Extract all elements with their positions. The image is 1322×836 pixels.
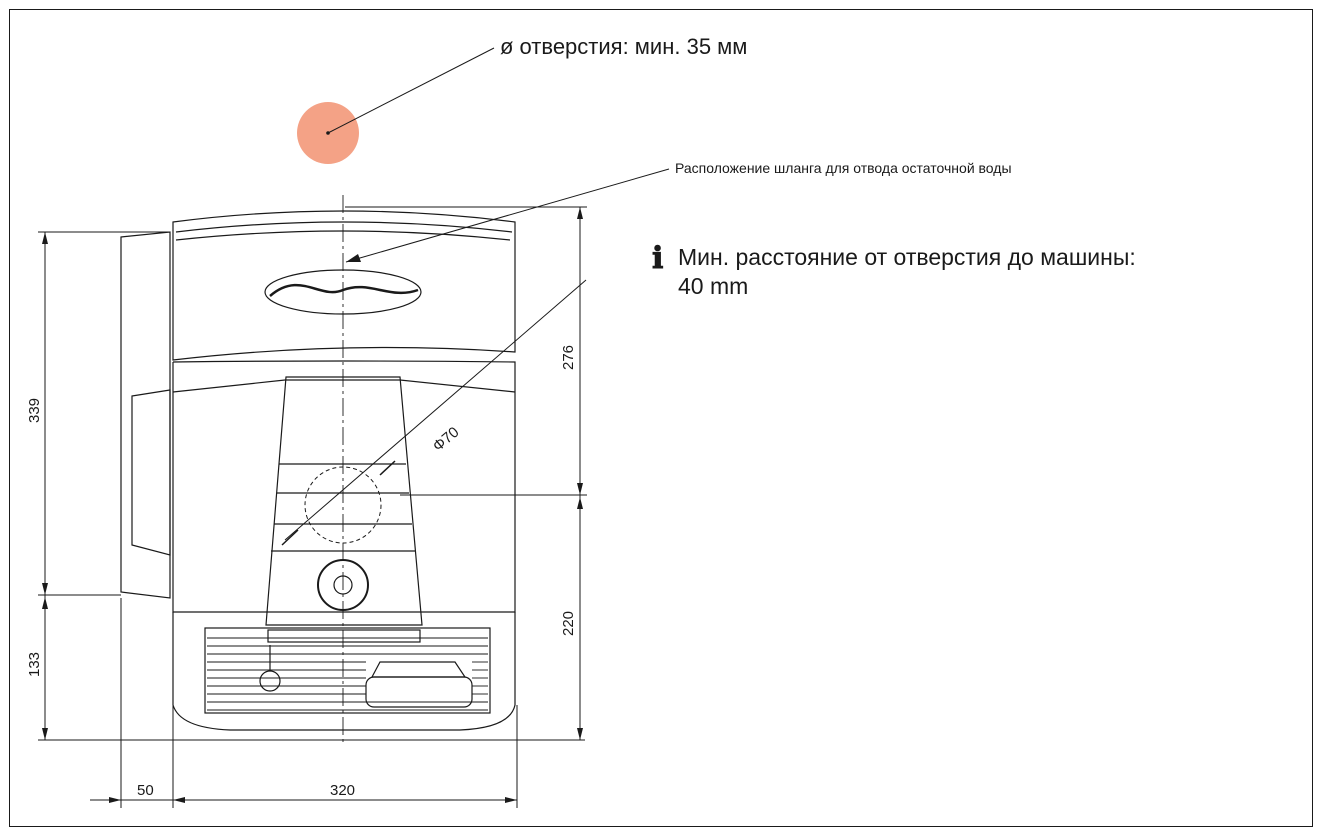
lid-edge <box>175 221 513 233</box>
drip-tray <box>172 612 516 731</box>
side-tank <box>120 231 171 599</box>
machine-lid <box>172 210 516 361</box>
body-shoulder <box>172 379 516 393</box>
spout-bar <box>267 629 421 643</box>
grille-slats <box>207 637 488 711</box>
hose-label: Расположение шланга для отвода остаточно… <box>675 160 1012 176</box>
dim-right-upper: 276 <box>560 345 577 370</box>
drip-grille <box>204 627 491 714</box>
diameter-arrow-high <box>379 460 396 476</box>
info-line-2: 40 mm <box>678 273 748 299</box>
dim-height-upper: 339 <box>26 398 43 423</box>
hole-label: ø отверстия: мин. 35 мм <box>500 34 747 59</box>
hose-leader-line <box>345 168 670 263</box>
diameter-leader <box>284 279 587 541</box>
dimension-lines <box>38 206 587 808</box>
drawing-frame <box>9 9 1313 827</box>
dim-width-main: 320 <box>330 782 355 799</box>
hopper-wave <box>269 283 419 297</box>
dimension-arrows <box>42 207 583 803</box>
info-line-1: Мин. расстояние от отверстия до машины: <box>678 244 1136 270</box>
hole-leader-line <box>327 47 495 134</box>
side-tank-window <box>131 389 171 556</box>
nozzle-ball <box>259 670 281 692</box>
machine-outline <box>120 210 516 731</box>
cup-holder-top <box>371 661 467 678</box>
info-icon: ℹ <box>652 241 664 276</box>
dim-right-lower: 220 <box>560 611 577 636</box>
diameter-arrow-low <box>281 529 299 546</box>
dim-height-lower: 133 <box>26 652 43 677</box>
cup-holder <box>365 676 473 708</box>
hose-arrowhead <box>346 254 361 262</box>
dim-diameter: Φ70 <box>430 424 463 455</box>
center-panel <box>265 376 423 626</box>
dim-width-left: 50 <box>137 782 154 799</box>
machine-body <box>172 360 516 613</box>
